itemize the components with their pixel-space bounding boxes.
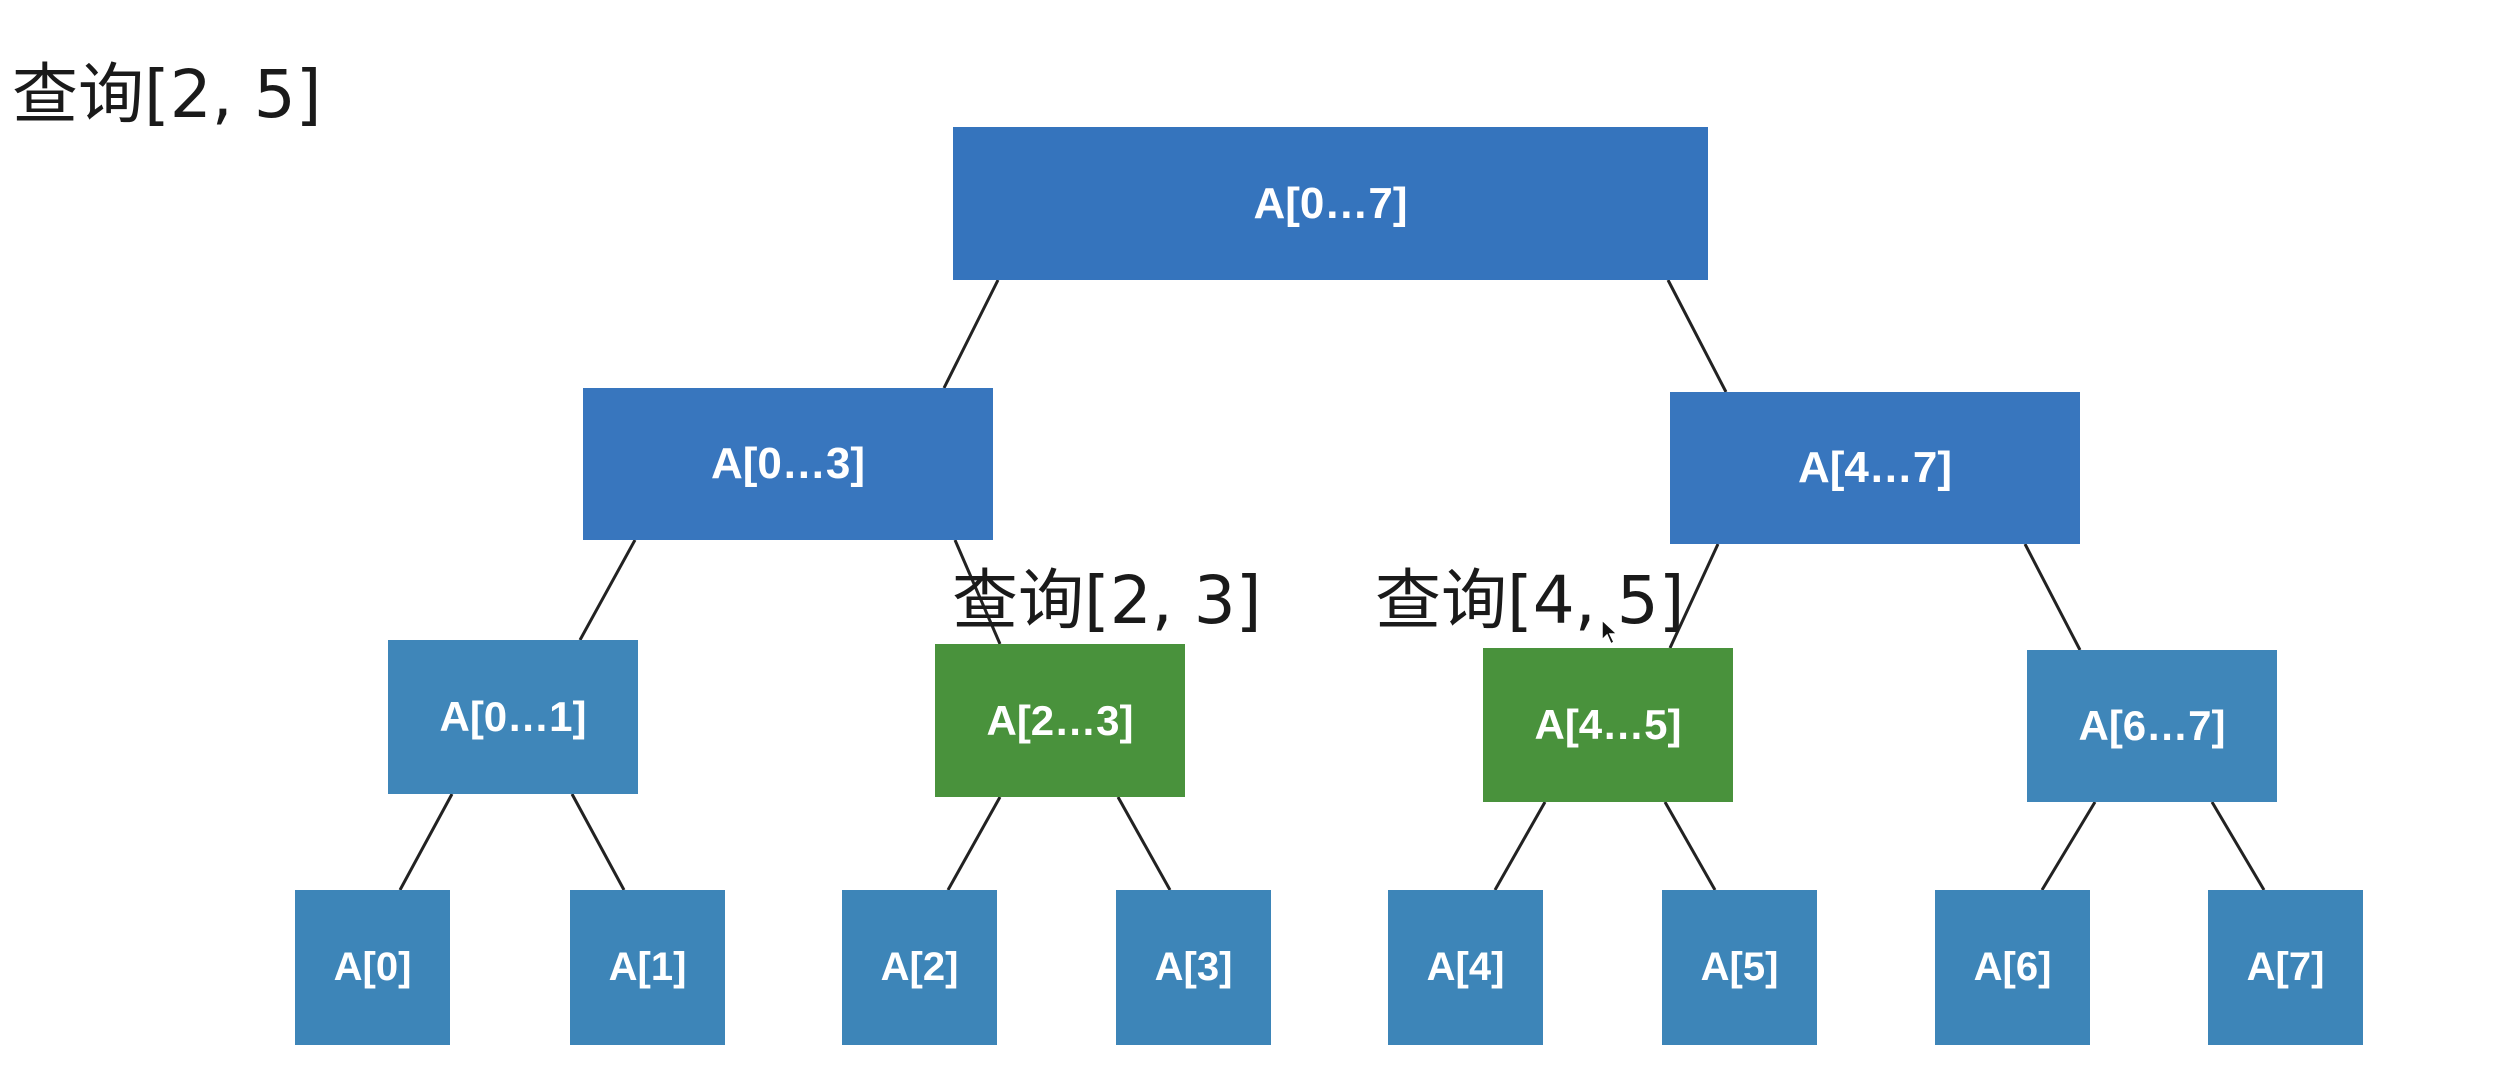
node-label: A[6] [1973, 945, 2052, 989]
edge-root-l1-0 [942, 279, 1000, 389]
tree-node-l2-1-highlighted: A[2…3] [935, 644, 1185, 797]
edge-l2-3-leaf-7 [2210, 801, 2266, 891]
node-label: A[4…7] [1797, 443, 1953, 492]
edge-l2-2-leaf-5 [1663, 801, 1717, 891]
edge-l2-1-leaf-3 [1116, 796, 1172, 891]
tree-leaf-6: A[6] [1935, 890, 2090, 1045]
mouse-cursor-icon [1601, 618, 1619, 646]
node-label: A[1] [608, 945, 687, 989]
node-label: A[7] [2246, 945, 2325, 989]
edge-l2-3-leaf-6 [2040, 801, 2097, 891]
tree-node-l1-1: A[4…7] [1670, 392, 2080, 544]
tree-leaf-4: A[4] [1388, 890, 1543, 1045]
node-label: A[2] [880, 945, 959, 989]
tree-leaf-7: A[7] [2208, 890, 2363, 1045]
main-query-label: 查询[2, 5] [12, 56, 322, 133]
edge-l2-0-leaf-1 [570, 793, 626, 891]
tree-node-l2-3: A[6…7] [2027, 650, 2277, 802]
tree-leaf-1: A[1] [570, 890, 725, 1045]
node-label: A[5] [1700, 945, 1779, 989]
tree-node-l2-2-highlighted: A[4…5] [1483, 648, 1733, 802]
edge-l1-0-l2-0 [578, 539, 637, 641]
tree-node-root: A[0…7] [953, 127, 1708, 280]
node-label: A[4…5] [1534, 701, 1682, 748]
tree-leaf-2: A[2] [842, 890, 997, 1045]
node-label: A[3] [1154, 945, 1233, 989]
node-label: A[2…3] [986, 696, 1134, 744]
tree-leaf-3: A[3] [1116, 890, 1271, 1045]
edge-root-l1-1 [1666, 279, 1728, 393]
tree-node-l2-0: A[0…1] [388, 640, 638, 794]
node-label: A[0] [333, 945, 412, 989]
tree-leaf-5: A[5] [1662, 890, 1817, 1045]
tree-node-l1-0: A[0…3] [583, 388, 993, 540]
edge-l1-1-l2-2 [1668, 543, 1720, 649]
edge-l2-2-leaf-4 [1493, 801, 1547, 891]
node-label: A[0…3] [710, 439, 866, 488]
edge-l2-1-leaf-2 [946, 796, 1002, 891]
node-label: A[0…7] [1253, 178, 1408, 228]
node-label: A[6…7] [2078, 702, 2226, 749]
edge-l1-0-l2-1 [953, 539, 1002, 645]
sub-query-label-left: 查询[2, 3] [952, 562, 1262, 639]
edge-l1-1-l2-3 [2023, 543, 2082, 651]
node-label: A[4] [1426, 945, 1505, 989]
edge-l2-0-leaf-0 [398, 793, 454, 891]
node-label: A[0…1] [439, 693, 587, 740]
sub-query-label-right: 查询[4, 5] [1375, 562, 1685, 639]
tree-leaf-0: A[0] [295, 890, 450, 1045]
